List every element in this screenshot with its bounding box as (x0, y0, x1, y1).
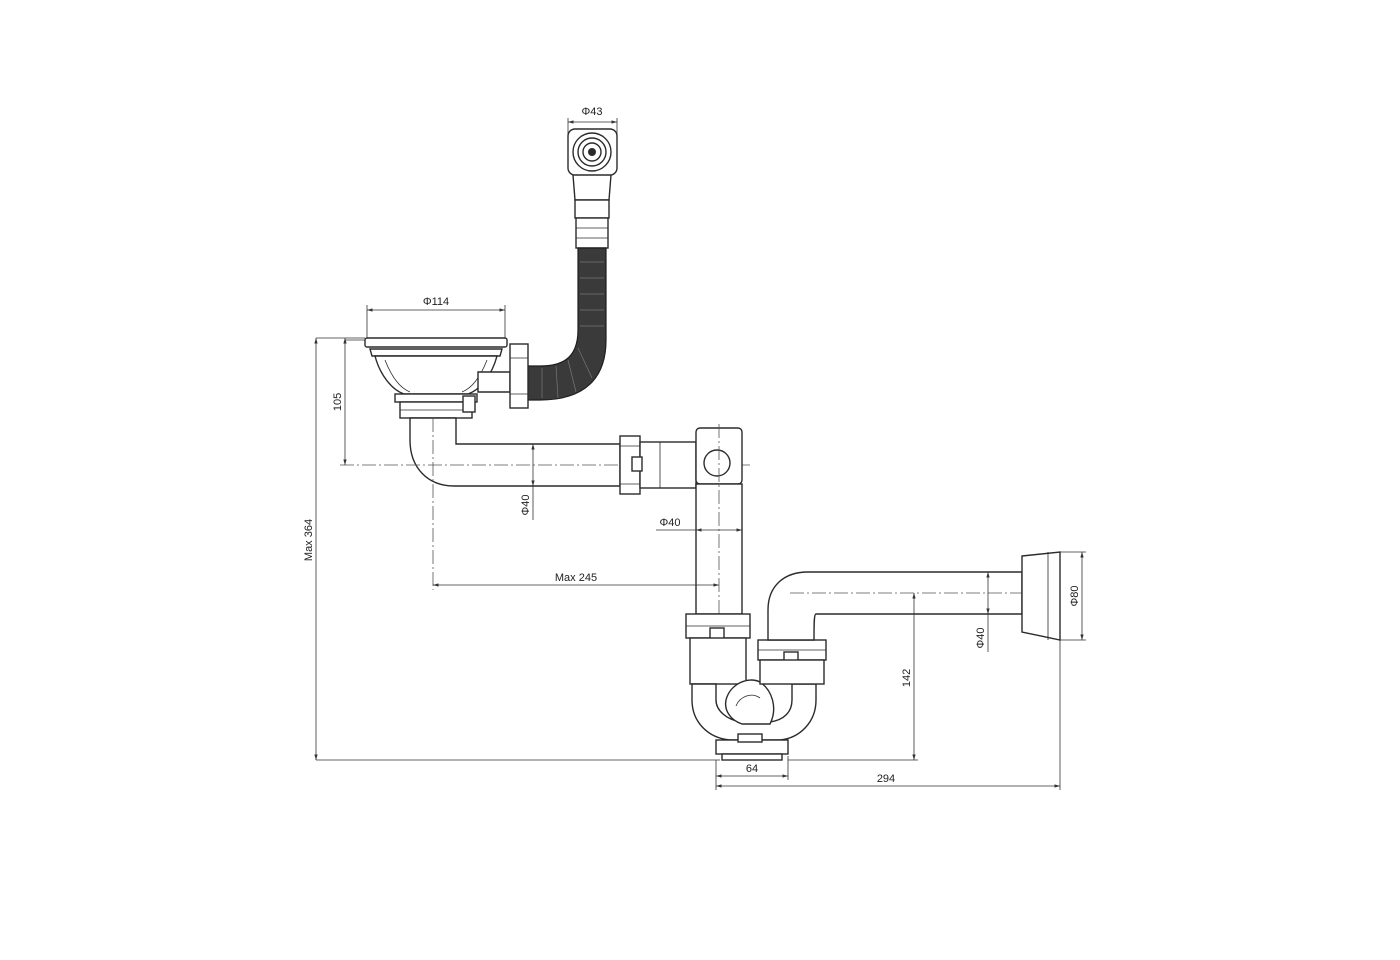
dimension-lines (314, 337, 1086, 790)
drain-elbow-pipe (340, 417, 750, 590)
dim-width-64: 64 (746, 763, 758, 775)
overflow-hose (524, 247, 607, 401)
overflow-knob (567, 118, 618, 249)
dim-max-height-364: Max 364 (303, 519, 315, 561)
dim-height-105: 105 (332, 393, 344, 411)
strainer-basket (364, 305, 529, 419)
dim-diameter-40-outlet: Φ40 (975, 627, 987, 648)
dim-diameter-43: Φ43 (581, 106, 602, 118)
dim-diameter-40-vertical: Φ40 (520, 494, 532, 515)
dim-diameter-80: Φ80 (1069, 585, 1081, 606)
vertical-down-pipe (685, 424, 751, 685)
dim-max-width-245: Max 245 (555, 572, 597, 584)
dim-width-294: 294 (877, 773, 895, 785)
dim-diameter-40-horizontal: Φ40 (659, 517, 680, 529)
dim-height-142: 142 (901, 669, 913, 687)
bottle-trap (691, 679, 817, 761)
dim-diameter-114: Φ114 (423, 296, 449, 308)
outlet-pipe (757, 551, 1061, 685)
